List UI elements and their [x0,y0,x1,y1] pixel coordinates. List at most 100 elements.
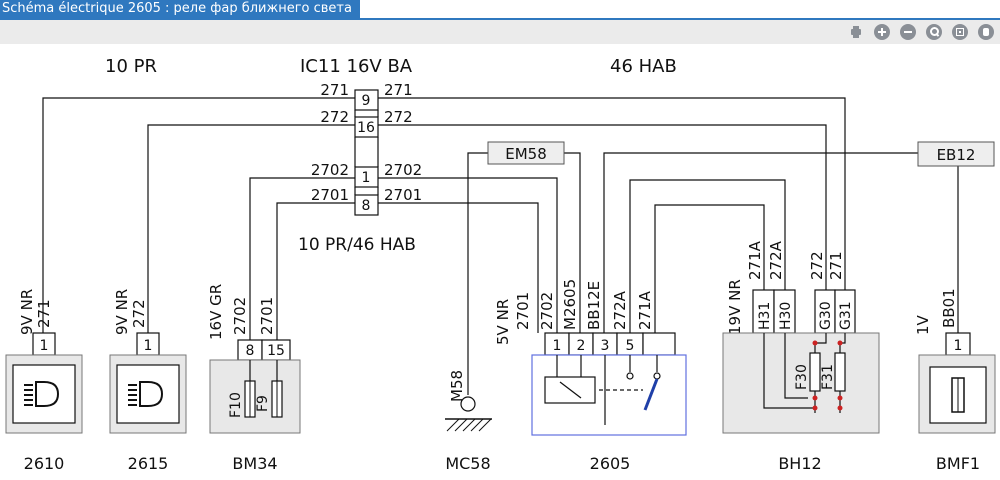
fuse-terminals [812,340,843,411]
wire-labels: 271 271 272 272 2702 2702 2701 2701 [311,81,422,204]
svg-text:272A: 272A [611,290,629,330]
svg-text:F10: F10 [228,392,244,418]
svg-text:15: 15 [267,343,285,359]
svg-text:1: 1 [553,338,562,354]
svg-text:5V NR: 5V NR [494,299,512,345]
wire-271-left [42,97,355,333]
svg-text:9V NR: 9V NR [18,289,36,335]
print-icon[interactable] [848,24,864,40]
svg-text:BMF1: BMF1 [936,454,980,473]
svg-text:BH12: BH12 [778,454,821,473]
svg-text:2701: 2701 [514,292,532,330]
wire-272-right [378,124,827,333]
relay-contact-icon [643,378,659,411]
wire-m2605 [564,152,581,333]
svg-text:M58: M58 [448,370,466,402]
svg-text:F9: F9 [255,395,271,412]
svg-text:272: 272 [130,299,148,328]
svg-text:2702: 2702 [538,292,556,330]
heading-ic11: IC11 16V BA [300,56,413,77]
wire-2701-left [276,202,355,340]
tag-em58: EM58 [487,141,565,165]
pin-1: 1 [362,170,371,186]
svg-text:1V: 1V [914,314,932,335]
headlamp-icon [128,381,164,407]
svg-text:G31: G31 [838,301,854,330]
component-bh12: 19V NR 271A 272A 272 271 H31 H30 G30 G31… [722,240,880,473]
toolbar [0,20,1000,44]
svg-text:BB01: BB01 [940,288,958,328]
label-271-right: 271 [384,81,413,99]
heading-junction: 10 PR/46 HAB [298,235,416,255]
component-bmf1: 1V BB01 1 BMF1 [914,288,996,473]
label-2702-left: 2702 [311,161,349,179]
svg-text:2701: 2701 [258,297,276,335]
tag-eb12: EB12 [917,141,995,167]
svg-text:2605: 2605 [590,454,631,473]
fit-view-icon[interactable] [952,24,968,40]
component-bm34: 16V GR 2702 2701 8 15 F10 F9 BM34 [207,284,301,473]
wire-272-left [147,124,355,333]
ground-icon [446,418,492,432]
svg-text:271A: 271A [636,290,654,330]
svg-text:H30: H30 [778,302,794,330]
svg-text:19V NR: 19V NR [726,279,744,335]
label-2702-right: 2702 [384,161,422,179]
zoom-in-icon[interactable] [874,24,890,40]
svg-text:H31: H31 [757,302,773,330]
zoom-out-icon[interactable] [900,24,916,40]
component-2615: 9V NR 272 1 2615 [109,289,187,473]
svg-text:271: 271 [35,299,53,328]
wire-271-right [378,97,846,333]
component-2610: 9V NR 271 1 2610 [5,289,83,473]
component-mc58: M58 MC58 [445,370,492,473]
heading-10pr: 10 PR [105,56,157,77]
svg-text:9V NR: 9V NR [113,289,131,335]
label-2701-right: 2701 [384,186,422,204]
connector-ic11: 9 16 1 8 [354,89,379,216]
svg-text:2615: 2615 [128,454,169,473]
svg-text:5: 5 [626,338,635,354]
svg-text:EM58: EM58 [505,145,547,163]
svg-text:1: 1 [40,338,49,354]
svg-text:BB12E: BB12E [585,281,603,330]
wire-bb12e [603,152,918,333]
svg-text:2: 2 [577,338,586,354]
wire-m58 [467,152,488,395]
label-2701-left: 2701 [311,186,349,204]
svg-text:MC58: MC58 [445,454,490,473]
svg-text:272: 272 [808,251,826,280]
svg-text:BM34: BM34 [232,454,277,473]
svg-text:2702: 2702 [231,297,249,335]
pin-8: 8 [362,198,371,214]
label-272-left: 272 [320,108,349,126]
svg-text:271: 271 [827,251,845,280]
svg-text:271A: 271A [746,240,764,280]
pan-hand-icon[interactable] [978,24,994,40]
pin-9: 9 [362,93,371,109]
heading-46hab: 46 HAB [610,56,677,77]
window-title: Schéma électrique 2605 : реле фар ближне… [0,0,360,18]
svg-text:1: 1 [954,338,963,354]
headlamp-icon [24,381,60,407]
svg-text:2610: 2610 [24,454,65,473]
label-272-right: 272 [384,108,413,126]
svg-text:G30: G30 [818,301,834,330]
magnifier-icon[interactable] [926,24,942,40]
svg-text:M2605: M2605 [561,279,579,330]
svg-text:8: 8 [246,343,255,359]
pin-16: 16 [357,120,375,136]
wires [42,97,959,395]
svg-text:16V GR: 16V GR [207,284,225,340]
wire-2702-right [378,177,558,333]
wire-271a [654,204,765,333]
svg-text:272A: 272A [767,240,785,280]
ground-terminal-icon [460,396,476,412]
label-271-left: 271 [320,81,349,99]
component-2605: 5V NR 2701 2702 M2605 BB12E 272A 271A 1 … [494,279,687,473]
svg-text:F30: F30 [794,364,810,390]
svg-text:1: 1 [144,338,153,354]
wire-2702-left [249,177,355,340]
title-underline [0,18,1000,20]
